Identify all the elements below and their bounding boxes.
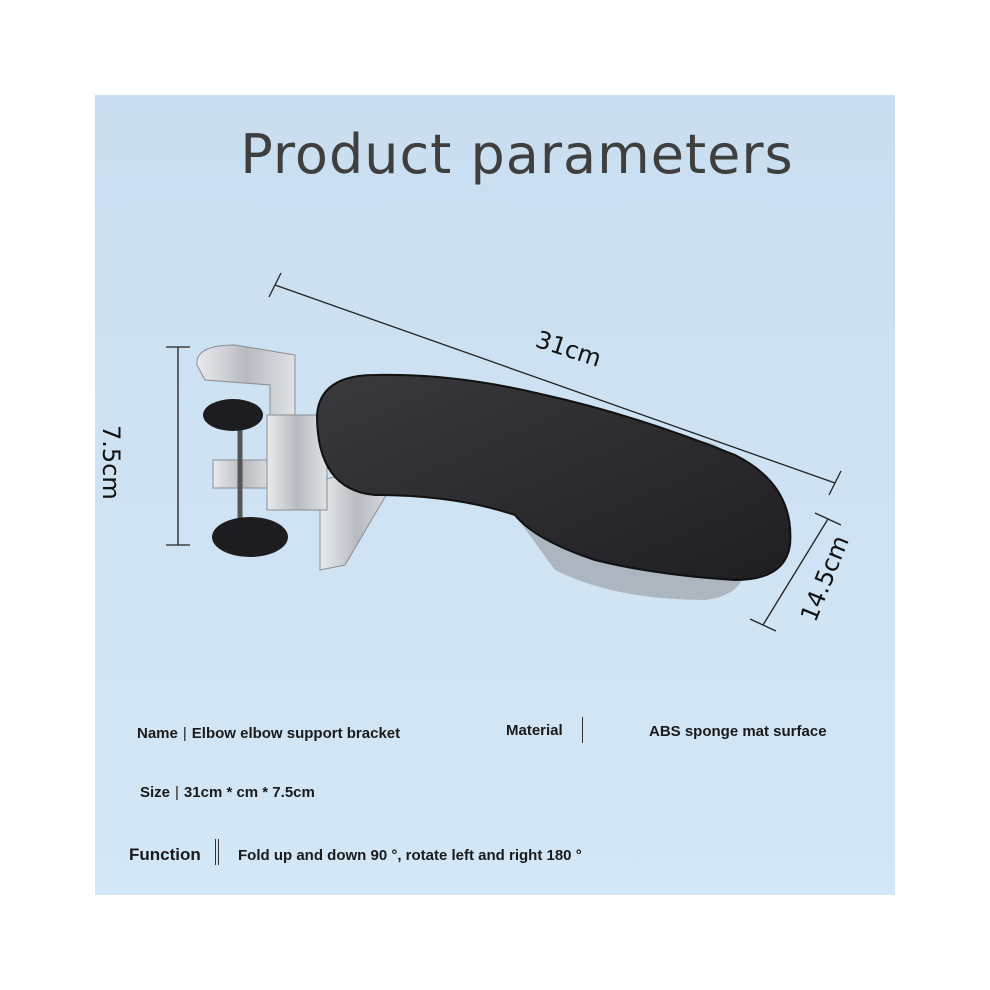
armrest-illustration bbox=[166, 272, 842, 632]
material-separator bbox=[582, 717, 583, 743]
spec-size-label: Size bbox=[140, 784, 171, 801]
height-dimension-line bbox=[166, 346, 190, 546]
product-parameters-panel: Product parameters bbox=[95, 95, 895, 895]
spec-size-separator: | bbox=[175, 784, 179, 801]
spec-size-value: 31cm * cm * 7.5cm bbox=[183, 784, 315, 801]
spec-material-value: ABS sponge mat surface bbox=[649, 723, 827, 740]
spec-size: Size|31cm * cm * 7.5cm bbox=[140, 784, 315, 801]
height-dimension-label: 7.5cm bbox=[97, 425, 125, 500]
spec-name: Name|Elbow elbow support bracket bbox=[137, 725, 400, 742]
length-dimension-line bbox=[268, 272, 842, 496]
spec-name-separator: | bbox=[182, 725, 187, 742]
width-dimension-line bbox=[749, 512, 842, 632]
function-separator bbox=[215, 839, 219, 865]
spec-name-value: Elbow elbow support bracket bbox=[191, 725, 401, 742]
spec-name-label: Name bbox=[137, 725, 178, 742]
page-title: Product parameters bbox=[240, 123, 794, 186]
spec-material-label: Material bbox=[506, 722, 563, 739]
spec-function-label: Function bbox=[129, 845, 201, 864]
desk-clamp bbox=[196, 344, 328, 557]
spec-function-value: Fold up and down 90 °, rotate left and r… bbox=[238, 847, 582, 864]
arm-pad bbox=[315, 373, 792, 582]
